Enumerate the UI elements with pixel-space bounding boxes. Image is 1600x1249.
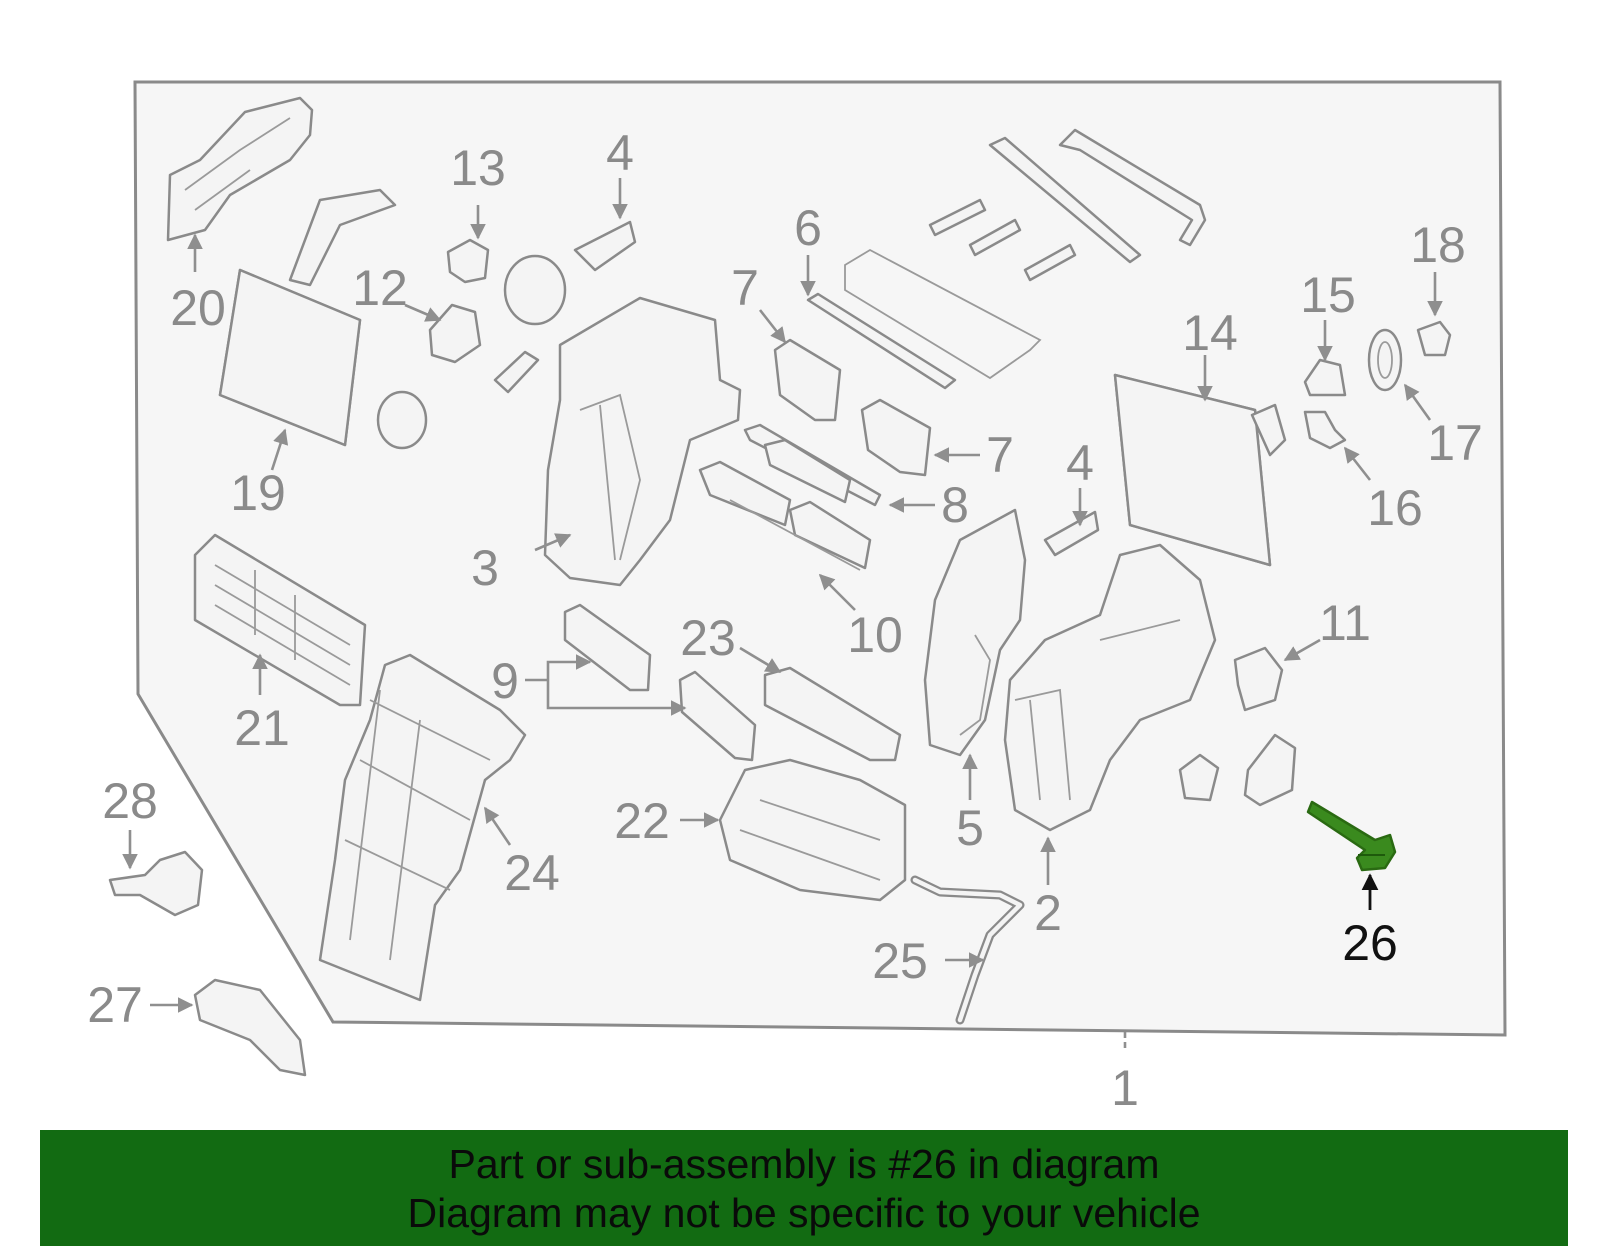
leader-lines (122, 178, 1443, 1013)
part-13-actuator (446, 238, 490, 284)
callout-21: 21 (234, 700, 290, 756)
part-25-hose (910, 875, 1025, 1025)
part-9-door-upper (563, 603, 652, 692)
part-15-seal (1303, 358, 1347, 397)
callout-4-right: 4 (1066, 435, 1094, 491)
callout-labels: 1 2 3 4 4 5 6 7 7 8 9 10 11 12 13 14 15 … (87, 125, 1483, 1116)
callout-1: 1 (1111, 1060, 1139, 1116)
part-17-grommet (1367, 328, 1403, 392)
part-8-door (743, 423, 882, 507)
callout-6: 6 (794, 200, 822, 256)
callout-27: 27 (87, 977, 143, 1033)
callout-22: 22 (614, 793, 670, 849)
part-misc-actuators-right (1178, 733, 1297, 807)
part-28-bracket (108, 850, 204, 917)
callout-16: 16 (1367, 480, 1423, 536)
part-16-clip (1303, 410, 1347, 450)
part-misc-gear (376, 254, 567, 450)
part-10-doors (698, 460, 872, 571)
banner-line-2: Diagram may not be specific to your vehi… (407, 1190, 1201, 1236)
callout-14: 14 (1182, 305, 1238, 361)
part-5-case-half (923, 508, 1027, 757)
part-4-left (573, 220, 637, 272)
part-21-filter (193, 533, 367, 707)
callout-11: 11 (1319, 595, 1371, 651)
callout-17: 17 (1427, 415, 1483, 471)
callout-3: 3 (471, 540, 499, 596)
callout-18: 18 (1410, 217, 1466, 273)
part-7-door-upper (773, 338, 842, 422)
callout-10: 10 (847, 607, 903, 663)
part-3-case (543, 296, 742, 587)
callout-23: 23 (680, 610, 736, 666)
callout-26-highlighted: 26 (1342, 915, 1398, 971)
callout-5: 5 (956, 800, 984, 856)
callout-12: 12 (352, 260, 408, 316)
callout-4-left: 4 (606, 125, 634, 181)
part-23-door (763, 666, 902, 762)
callout-13: 13 (450, 140, 506, 196)
info-banner: Part or sub-assembly is #26 in diagram D… (40, 1130, 1568, 1246)
callout-9: 9 (491, 653, 519, 709)
callout-2: 2 (1034, 885, 1062, 941)
part-12-actuator (428, 303, 482, 364)
part-18-grommet (1416, 320, 1452, 357)
callout-24: 24 (504, 845, 560, 901)
part-22-lower-case (718, 758, 907, 902)
part-6-frame (806, 128, 1207, 390)
part-26-highlighted (1306, 800, 1397, 872)
callout-28: 28 (102, 773, 158, 829)
callout-7-upper: 7 (731, 260, 759, 316)
part-27-duct (193, 978, 307, 1077)
callout-7-lower: 7 (986, 427, 1014, 483)
part-24-duct (318, 653, 527, 1002)
part-14-evaporator (1113, 373, 1287, 567)
callout-15: 15 (1300, 267, 1356, 323)
callout-25: 25 (872, 933, 928, 989)
part-2-main-case (1003, 543, 1217, 832)
part-20-bracket (166, 96, 314, 242)
callout-8: 8 (941, 477, 969, 533)
callout-19: 19 (230, 465, 286, 521)
part-7-door-lower (860, 398, 932, 477)
part-11-sensor (1233, 646, 1284, 712)
callout-20: 20 (170, 280, 226, 336)
banner-line-1: Part or sub-assembly is #26 in diagram (448, 1141, 1160, 1187)
part-19-heater-core (218, 188, 397, 447)
